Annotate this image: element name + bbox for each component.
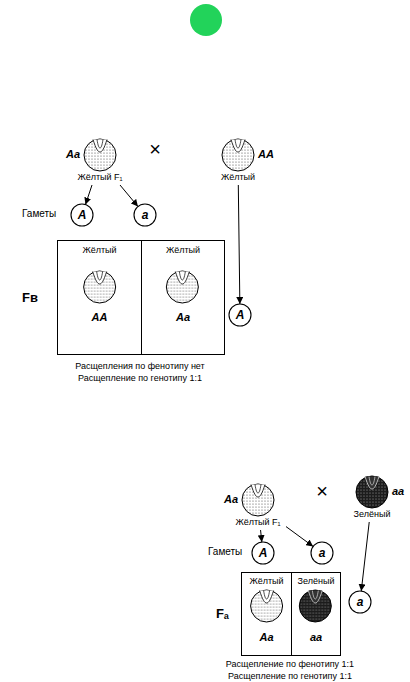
inheritance-arrow [261, 530, 262, 542]
pea-seed: aaЗелёный [344, 474, 400, 522]
gamete-circle: A [70, 203, 94, 227]
gamete-ring [229, 304, 251, 326]
offspring-cell: Зелёный aa [291, 573, 340, 655]
yellow-pea [251, 590, 283, 622]
generation-label: Fₐ [216, 606, 229, 622]
phenotype-caption: Жёлтый F₁ [77, 172, 122, 183]
cross-sign: × [149, 139, 161, 159]
offspring-cell: ЖёлтыйAa [141, 241, 224, 354]
pea-drawing [222, 139, 254, 171]
allele-letter: A [251, 541, 275, 565]
inheritance-arrow [361, 522, 369, 591]
gametes-label: Гаметы [208, 546, 242, 558]
cross-sign: × [316, 481, 328, 501]
pea-drawing [356, 476, 388, 508]
genotype-label: AA [258, 148, 274, 161]
pea-shape [354, 474, 390, 510]
gamete-ring [349, 591, 371, 613]
phenotype-label: Жёлтый [58, 245, 141, 256]
gamete-circle: a [310, 541, 334, 565]
pea-seed: AaЖёлтый F₁ [230, 482, 286, 530]
phenotype-caption: Жёлтый F₁ [235, 517, 280, 528]
yellow-pea [166, 271, 198, 303]
genotype-label: aa [292, 631, 340, 644]
phenotype-split-note: Расщепления по фенотипу нет [75, 361, 204, 372]
punnett-table: FₐЖёлтыйAaЗелёныйaa [241, 572, 341, 656]
offspring-cell: ЖёлтыйAa [242, 573, 291, 655]
genotype-split-note: Расщепление по генотипу 1:1 [78, 373, 202, 384]
inheritance-arrow [120, 185, 138, 207]
inheritance-arrow [286, 527, 313, 547]
inheritance-arrow [85, 185, 92, 205]
gametes-label: Гаметы [22, 208, 56, 220]
gamete-circle: a [133, 203, 157, 227]
green-pea [299, 590, 331, 622]
gamete-circle: A [228, 303, 252, 327]
genotype-split-note: Расщепление по генотипу 1:1 [228, 671, 352, 682]
gamete-circle: A [251, 541, 275, 565]
phenotype-label: Жёлтый [242, 576, 291, 587]
genotype-label: Aa [224, 493, 238, 506]
gamete-ring [71, 204, 93, 226]
genotype-label: AA [58, 311, 141, 324]
gamete-ring [311, 542, 333, 564]
allele-letter: a [348, 590, 372, 614]
generation-label: Fв [22, 290, 38, 306]
inheritance-arrow [238, 185, 240, 304]
pea-shape [82, 137, 118, 173]
genotype-label: Aa [242, 631, 291, 644]
pea-drawing [242, 484, 274, 516]
gamete-ring [134, 204, 156, 226]
pea-shape [240, 482, 276, 518]
gamete-ring [252, 542, 274, 564]
pea-seed: AaЖёлтый F₁ [72, 137, 128, 185]
genotype-label: Aa [142, 311, 224, 324]
phenotype-caption: Жёлтый [221, 172, 255, 183]
offspring-cell: ЖёлтыйAA [58, 241, 141, 354]
allele-letter: A [228, 303, 252, 327]
allele-letter: a [133, 203, 157, 227]
pea-shape [220, 137, 256, 173]
phenotype-label: Жёлтый [142, 245, 224, 256]
gamete-circle: a [348, 590, 372, 614]
yellow-pea [84, 271, 116, 303]
genotype-label: aa [392, 485, 404, 498]
pea-seed: AAЖёлтый [210, 137, 266, 185]
allele-letter: a [310, 541, 334, 565]
allele-letter: A [70, 203, 94, 227]
phenotype-split-note: Расщепление по фенотипу 1:1 [226, 659, 354, 670]
green-dot [190, 4, 222, 36]
phenotype-label: Зелёный [292, 576, 340, 587]
phenotype-caption: Зелёный [354, 509, 391, 520]
punnett-table: FвЖёлтыйAAЖёлтыйAa [57, 240, 225, 355]
pea-drawing [84, 139, 116, 171]
genotype-label: Aa [66, 148, 80, 161]
